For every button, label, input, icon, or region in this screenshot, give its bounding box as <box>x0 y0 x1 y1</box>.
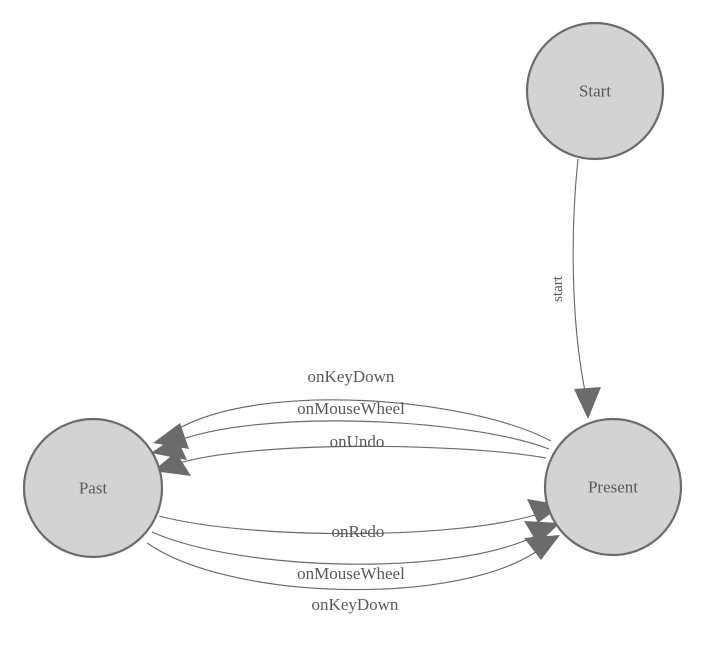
edge-onredo-path <box>158 512 542 535</box>
node-past-label: Past <box>79 479 108 498</box>
edge-onmousewheel-undo-arrowhead <box>151 436 187 460</box>
edge-present-to-past-onkeydown[interactable]: onKeyDown <box>153 367 552 449</box>
edge-label-onkeydown-redo: onKeyDown <box>312 595 399 614</box>
edge-onkeydown-redo-arrowhead <box>524 535 560 560</box>
edge-past-to-present-onkeydown[interactable]: onKeyDown <box>146 535 560 614</box>
edge-past-to-present-onmousewheel[interactable]: onMouseWheel <box>151 521 560 583</box>
edge-onkeydown-redo-path <box>146 542 541 591</box>
edge-onkeydown-undo-arrowhead <box>153 423 189 449</box>
edge-onmousewheel-undo-path <box>171 420 550 450</box>
edge-onundo-arrowhead <box>153 452 191 476</box>
edge-label-onmousewheel-redo: onMouseWheel <box>297 564 405 583</box>
node-start-circle <box>525 21 665 161</box>
edge-start-to-present[interactable]: start <box>550 158 601 419</box>
node-present-circle <box>543 417 683 557</box>
node-start[interactable]: Start <box>525 21 665 161</box>
edge-onundo-path <box>175 445 547 465</box>
node-past-circle <box>22 417 164 559</box>
edge-start-path <box>572 158 587 397</box>
edge-label-onundo: onUndo <box>330 432 385 451</box>
edge-present-to-past-onmousewheel[interactable]: onMouseWheel <box>151 399 550 460</box>
edge-label-start: start <box>550 275 566 302</box>
edge-label-onkeydown-undo: onKeyDown <box>308 367 395 386</box>
edge-onmousewheel-redo-arrowhead <box>524 521 560 544</box>
edge-onkeydown-undo-path <box>175 399 552 442</box>
node-past[interactable]: Past <box>22 417 164 559</box>
edge-onmousewheel-redo-path <box>151 531 540 565</box>
edge-present-to-past-onundo[interactable]: onUndo <box>153 432 547 476</box>
edge-label-onmousewheel-undo: onMouseWheel <box>297 399 405 418</box>
node-present[interactable]: Present <box>543 417 683 557</box>
node-start-label: Start <box>579 82 611 101</box>
edge-label-onredo: onRedo <box>332 522 385 541</box>
edge-past-to-present-onredo[interactable]: onRedo <box>158 499 562 541</box>
node-present-label: Present <box>588 478 638 497</box>
edge-start-arrowhead <box>574 387 601 419</box>
